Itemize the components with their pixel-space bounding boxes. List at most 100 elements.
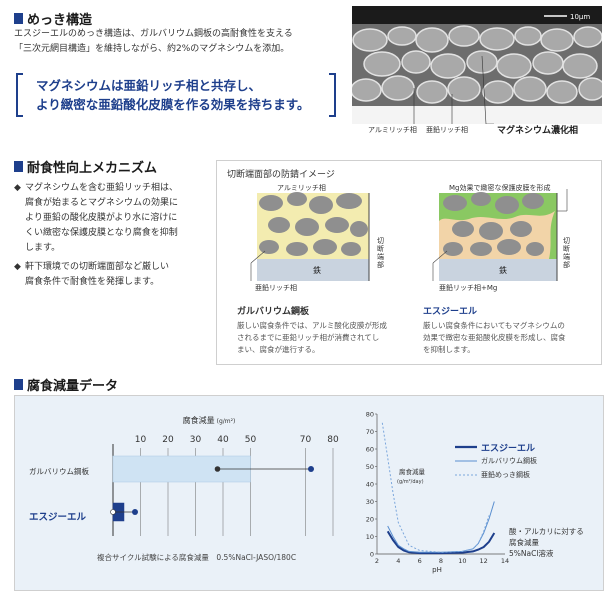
right-bottom-label: 亜鉛リッチ相+Mg — [439, 284, 498, 292]
plating-body: エスジーエルのめっき構造は、ガルバリウム鋼板の高耐食性を支える 「三次元網目構造… — [14, 27, 349, 57]
bar-tick-label: 80 — [327, 435, 339, 445]
galvalume-illustration — [250, 192, 370, 281]
section-marker — [14, 161, 23, 172]
ph-series-line — [387, 501, 495, 553]
bullet-line: 腐食条件で耐食性を発揮します。 — [25, 277, 160, 287]
right-base-label: 鉄 — [499, 266, 507, 275]
edge-char: 切 — [377, 237, 384, 245]
legend-item: 亜鉛めっき鋼板 — [455, 468, 537, 482]
section-marker — [14, 13, 23, 24]
bullet-line: します。 — [25, 243, 61, 253]
legend-item: エスジーエル — [455, 440, 537, 454]
ph-note: 酸・アルカリに対する 腐食減量 5%NaCl溶液 — [509, 526, 584, 559]
left-bottom-label: 亜鉛リッチ相 — [255, 284, 297, 292]
bullet-line: より亜鉛の酸化皮膜がより水に溶けに — [25, 213, 178, 223]
ph-note-line: 酸・アルカリに対する — [509, 527, 584, 536]
caption-line: を抑制します。 — [423, 345, 475, 354]
ph-legend: エスジーエル ガルバリウム鋼板 亜鉛めっき鋼板 — [455, 440, 537, 482]
ph-ylabel: 腐食減量 — [399, 467, 426, 476]
edge-char: 端 — [563, 253, 570, 261]
bar-range-min-dot — [214, 466, 221, 472]
caption-line: まい、腐食が進行する。 — [237, 345, 320, 354]
section-title-data: 腐食減量データ — [14, 375, 118, 394]
rust-prevention-panel: 切断端面部の防錆イメージ アルミリッチ相 亜鉛リッチ相 鉄 切 断 端 部 ガル… — [216, 160, 602, 365]
bar-tick-label: 30 — [190, 435, 202, 445]
ph-x-tick-label: 8 — [439, 557, 443, 565]
legend-label: ガルバリウム鋼板 — [481, 457, 537, 465]
left-caption-title: ガルバリウム鋼板 — [237, 307, 310, 317]
bar-range-max-dot — [308, 466, 314, 472]
sgl-illustration — [432, 189, 568, 281]
bullet-item: ◆ 軒下環境での切断端面部など厳しい 腐食条件で耐食性を発揮します。 — [14, 260, 210, 290]
bar-tick-label: 50 — [245, 435, 257, 445]
plating-body-line: 「三次元網目構造」を維持しながら、約2%のマグネシウムを添加。 — [14, 44, 290, 54]
ph-lines-group — [381, 422, 496, 555]
micro-label-alumi: アルミリッチ相 — [368, 126, 417, 134]
micrograph-scale: 10μm — [570, 13, 590, 21]
edge-char: 断 — [563, 245, 570, 253]
left-edge-label: 切 断 端 部 — [377, 237, 384, 269]
caption-line: 厳しい腐食条件においてもマグネシウムの — [423, 321, 565, 330]
ph-y-tick-label: 10 — [366, 533, 374, 541]
bullet-item: ◆ マグネシウムを含む亜鉛リッチ相は、 腐食が始まるとマグネシウムの効果に より… — [14, 181, 210, 256]
right-caption: 厳しい腐食条件においてもマグネシウムの 効果で緻密な亜鉛酸化皮膜を形成し、腐食 … — [423, 320, 598, 356]
ph-y-tick-label: 20 — [366, 516, 374, 524]
caption-line: 厳しい腐食条件では、アルミ酸化皮膜が形成 — [237, 321, 387, 330]
bullet-line: 軒下環境での切断端面部など厳しい — [25, 262, 170, 272]
caption-line: されるまでに亜鉛リッチ相が消費されてし — [237, 333, 380, 342]
bar-chart-title: 腐食減量(g/m²) — [183, 415, 236, 425]
bar-category-label: ガルバリウム鋼板 — [29, 467, 89, 476]
bar-range-min-dot — [110, 509, 116, 515]
section-title-text: 腐食減量データ — [27, 379, 119, 394]
callout-bracket-right — [329, 73, 336, 117]
edge-char: 端 — [377, 253, 384, 261]
caption-line: 効果で緻密な亜鉛酸化皮膜を形成し、腐食 — [423, 333, 566, 342]
callout-line: より緻密な亜鉛酸化皮膜を作る効果を持ちます。 — [36, 97, 310, 112]
ph-xlabel: pH — [432, 566, 442, 574]
ph-y-tick-label: 0 — [370, 551, 374, 559]
ph-y-tick-label: 80 — [366, 411, 374, 419]
legend-label: 亜鉛めっき鋼板 — [481, 471, 530, 479]
mechanism-bullets: ◆ マグネシウムを含む亜鉛リッチ相は、 腐食が始まるとマグネシウムの効果に より… — [14, 181, 210, 290]
ph-x-tick-label: 2 — [375, 557, 379, 565]
bar-category-label: エスジーエル — [29, 512, 87, 523]
edge-char: 部 — [563, 261, 570, 269]
bullet-line: くい緻密な保護皮膜となり腐食を抑制 — [25, 228, 178, 238]
bar-tick-label: 70 — [300, 435, 312, 445]
bar-range-max-dot — [132, 509, 138, 515]
bar-footnote: 複合サイクル試験による腐食減量 0.5%NaCl-JASO/180C — [97, 553, 297, 562]
bar-chart-title-text: 腐食減量 — [183, 415, 215, 425]
right-top-label: Mg効果で緻密な保護皮膜を形成 — [449, 184, 551, 192]
legend-swatch — [455, 460, 477, 462]
section-title-plating: めっき構造 — [14, 9, 92, 28]
legend-item: ガルバリウム鋼板 — [455, 454, 537, 468]
ph-note-line: 5%NaCl溶液 — [509, 549, 554, 558]
ph-x-tick-label: 6 — [418, 557, 422, 565]
ph-y-tick-label: 30 — [366, 498, 374, 506]
micro-label-mg: マグネシウム濃化相 — [497, 126, 579, 136]
callout-text: マグネシウムは亜鉛リッチ相と共存し、 より緻密な亜鉛酸化皮膜を作る効果を持ちます… — [36, 76, 310, 114]
plating-body-line: エスジーエルのめっき構造は、ガルバリウム鋼板の高耐食性を支える — [14, 29, 293, 39]
ph-note-line: 腐食減量 — [509, 538, 539, 547]
bullet-line: マグネシウムを含む亜鉛リッチ相は、 — [25, 183, 179, 193]
micrograph-image: 10μm — [352, 6, 602, 124]
legend-swatch — [455, 474, 477, 476]
panel-title: 切断端面部の防錆イメージ — [227, 170, 335, 180]
right-caption-title: エスジーエル — [423, 307, 478, 317]
micro-label-zinc: 亜鉛リッチ相 — [426, 126, 468, 134]
bullet-line: 腐食が始まるとマグネシウムの効果に — [25, 198, 179, 208]
bullet-mark: ◆ — [14, 262, 21, 272]
left-base-label: 鉄 — [313, 266, 321, 275]
ph-y-tick-label: 50 — [366, 463, 374, 471]
section-title-mechanism: 耐食性向上メカニズム — [14, 157, 157, 176]
bar-tick-label: 10 — [135, 435, 147, 445]
ph-x-tick-label: 10 — [458, 557, 466, 565]
right-edge-label: 切 断 端 部 — [563, 237, 570, 269]
left-caption: 厳しい腐食条件では、アルミ酸化皮膜が形成 されるまでに亜鉛リッチ相が消費されてし… — [237, 320, 407, 356]
ph-series-line — [386, 530, 496, 555]
section-marker — [14, 379, 23, 390]
